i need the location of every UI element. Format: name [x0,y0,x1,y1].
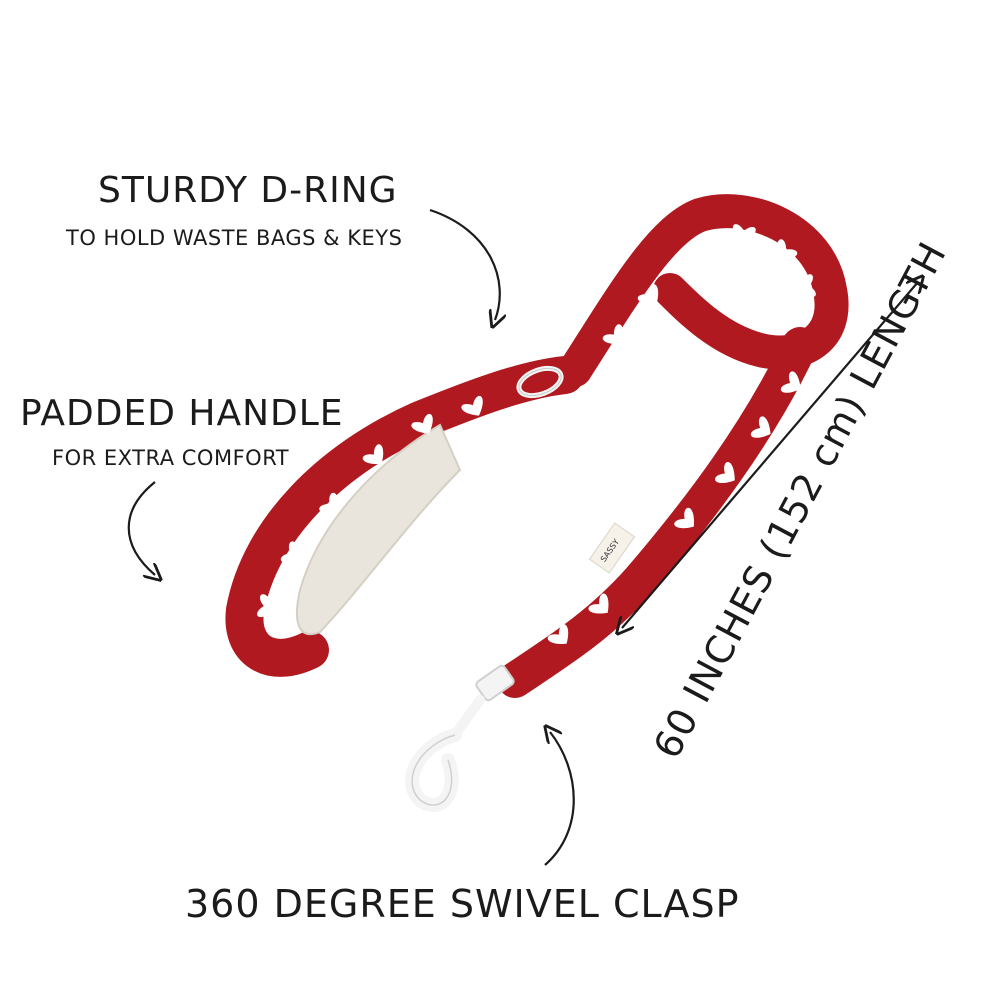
handle-padding [295,423,462,635]
dring-callout-title: STURDY D-RING [98,170,398,211]
swivel-clasp [405,664,515,812]
handle-callout-subtitle: FOR EXTRA COMFORT [52,446,290,470]
clasp-arrow [545,732,575,866]
brand-tag [588,522,636,574]
handle-arrow [127,481,155,575]
dring-arrow [429,208,500,320]
clasp-callout-title: 360 DEGREE SWIVEL CLASP [185,882,740,926]
handle-strap [225,356,584,677]
leash-strap [497,327,818,698]
d-ring-outline [518,367,562,397]
handle-callout-title: PADDED HANDLE [20,393,344,434]
dring-callout-subtitle: TO HOLD WASTE BAGS & KEYS [66,226,403,250]
length-arrow [622,282,918,628]
